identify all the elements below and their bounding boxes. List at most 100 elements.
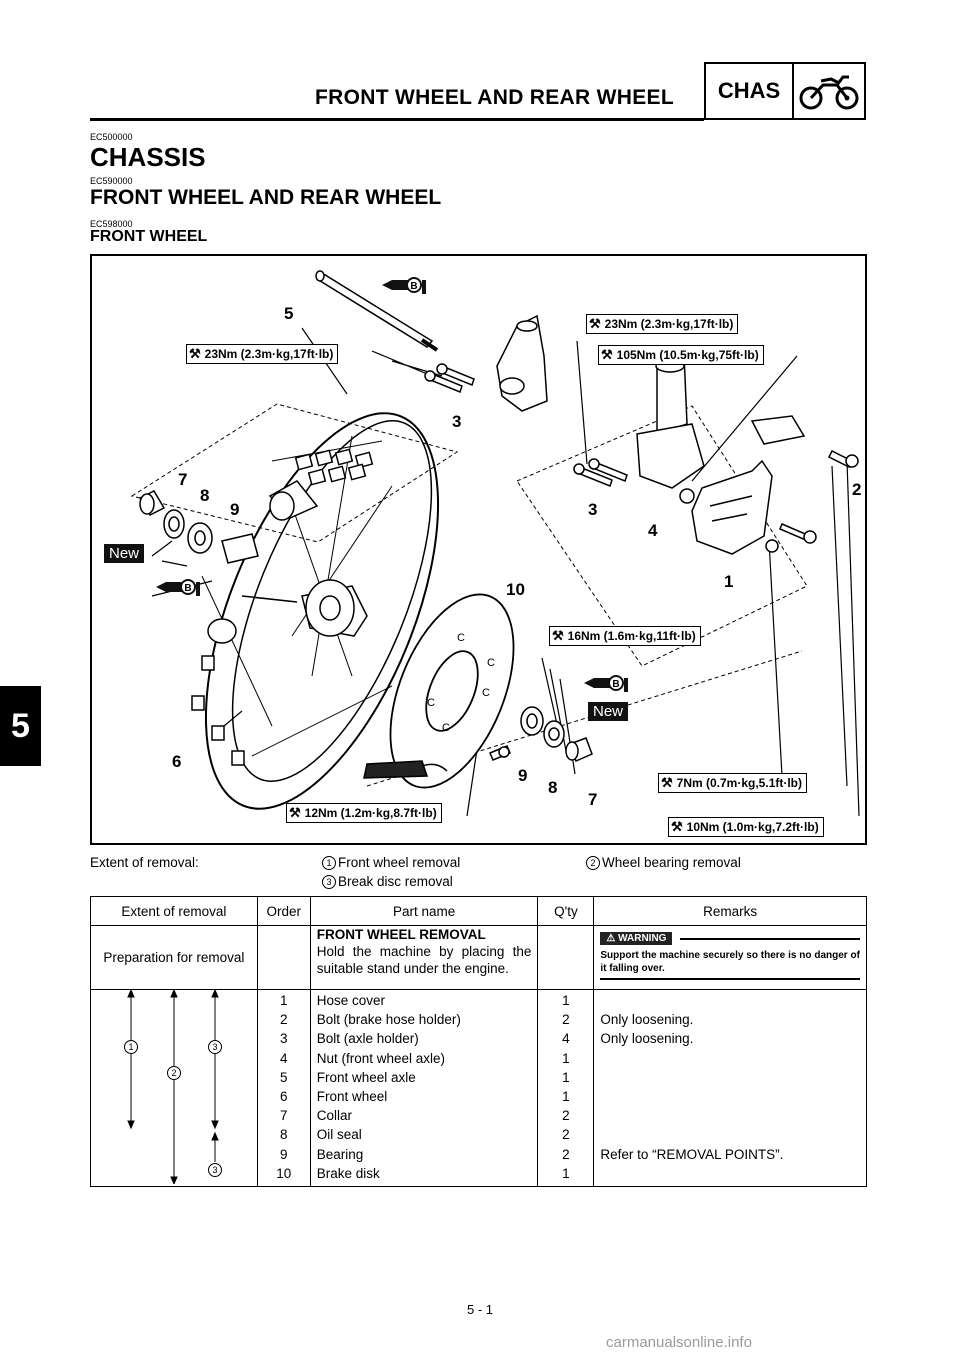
- part-cell: Bolt (brake hose holder): [316, 1012, 461, 1028]
- prep-extent: Preparation for removal: [90, 925, 258, 990]
- qty-cell: 2: [562, 1127, 570, 1143]
- heading-wheels: FRONT WHEEL AND REAR WHEEL: [90, 186, 442, 209]
- circled-number: 2: [586, 856, 600, 870]
- qty-cell: 1: [562, 1069, 570, 1085]
- section-box: CHAS: [704, 62, 866, 120]
- callout-10: 10: [506, 580, 525, 599]
- warning-header: ⚠ WARNING: [600, 932, 860, 945]
- order-cell: 3: [280, 1031, 288, 1047]
- page-header-title: FRONT WHEEL AND REAR WHEEL: [315, 86, 674, 109]
- prep-order: [256, 925, 311, 990]
- grease-marker: B: [382, 276, 436, 294]
- torque-value: 10Nm (1.0m·kg,7.2ft·lb): [686, 820, 819, 834]
- torque-label: ⚒105Nm (10.5m·kg,75ft·lb): [598, 345, 764, 365]
- col-header-qty: Q'ty: [537, 896, 595, 926]
- extent-arrows: 1 2 3 3: [90, 989, 258, 1187]
- order-cell: 2: [280, 1012, 288, 1028]
- col-header-remarks: Remarks: [593, 896, 867, 926]
- order-cell: 7: [280, 1108, 288, 1124]
- disk-mark-1: C: [457, 632, 465, 644]
- warning-block: ⚠ WARNING Support the machine securely s…: [593, 925, 867, 990]
- remarks-column: Only loosening. Only loosening. Refer to…: [593, 989, 867, 1187]
- header-rule: [90, 118, 704, 121]
- heading-front-wheel: FRONT WHEEL: [90, 228, 208, 245]
- disk-mark-2: C: [487, 657, 495, 669]
- wrench-icon: ⚒: [552, 628, 564, 643]
- callout-6: 6: [172, 752, 182, 771]
- extent-text: Break disc removal: [338, 874, 453, 889]
- torque-label: ⚒7Nm (0.7m·kg,5.1ft·lb): [658, 773, 808, 793]
- prep-row: Preparation for removal FRONT WHEEL REMO…: [90, 925, 867, 990]
- warning-label: WARNING: [618, 933, 667, 944]
- disk-mark-5: C: [482, 687, 490, 699]
- callout-9: 9: [230, 500, 240, 519]
- wrench-icon: ⚒: [661, 775, 673, 790]
- part-cell: Front wheel: [316, 1088, 388, 1104]
- part-cell: Bolt (axle holder): [316, 1031, 419, 1047]
- prep-qty: [537, 925, 595, 990]
- part-cell: Brake disk: [316, 1165, 380, 1181]
- section-label: CHAS: [706, 64, 794, 118]
- part-cell: Front wheel axle: [316, 1069, 416, 1085]
- torque-label: ⚒23Nm (2.3m·kg,17ft·lb): [186, 344, 339, 364]
- wrench-icon: ⚒: [601, 347, 613, 362]
- remarks-cell: Only loosening.: [600, 1031, 694, 1047]
- part-cell: Oil seal: [316, 1127, 362, 1143]
- remarks-cell: [600, 1087, 865, 1106]
- order-cell: 4: [280, 1050, 288, 1066]
- exploded-diagram: C C C C C ⚒23Nm (2.3m·kg,17ft·lb) ⚒23Nm …: [90, 254, 867, 845]
- disk-mark-3: C: [427, 697, 435, 709]
- new-part-tag: New: [104, 544, 145, 563]
- grease-marker: B: [156, 578, 210, 596]
- qty-cell: 1: [562, 993, 570, 1008]
- torque-label: ⚒16Nm (1.6m·kg,11ft·lb): [549, 626, 701, 646]
- table-header-row: Extent of removal Order Part name Q'ty R…: [90, 896, 867, 926]
- col-header-extent: Extent of removal: [90, 896, 258, 926]
- col-header-part: Part name: [309, 896, 539, 926]
- heading-chassis: CHASSIS: [90, 142, 206, 172]
- callout-1: 1: [724, 572, 734, 591]
- chapter-tab: 5: [0, 686, 41, 766]
- warning-badge: ⚠ WARNING: [600, 932, 673, 945]
- extent-label: Extent of removal:: [90, 855, 199, 870]
- callout-7: 7: [588, 790, 598, 809]
- col-header-order: Order: [256, 896, 311, 926]
- part-cell: Collar: [316, 1108, 353, 1124]
- wrench-icon: ⚒: [289, 805, 301, 820]
- torque-value: 23Nm (2.3m·kg,17ft·lb): [204, 347, 334, 361]
- grease-letter: B: [612, 679, 619, 690]
- qty-cell: 2: [562, 1108, 570, 1124]
- wrench-icon: ⚒: [589, 316, 601, 331]
- qty-cell: 1: [562, 1050, 570, 1066]
- wrench-icon: ⚒: [189, 346, 201, 361]
- warning-icon: ⚠: [606, 933, 619, 944]
- extent-marker-3: 3: [208, 1040, 222, 1054]
- circled-number: 1: [322, 856, 336, 870]
- extent-arrow-graphic: [127, 990, 219, 1184]
- diagram-drawing: C C C C C: [130, 270, 860, 817]
- parts-body-row: 1 2 3 3 1 2 3 4 5 6 7 8 9 10 Hose cover …: [90, 989, 867, 1187]
- order-cell: 8: [280, 1127, 288, 1143]
- part-cell: Bearing: [316, 1146, 364, 1162]
- warning-rule: [680, 937, 860, 940]
- callout-5: 5: [284, 304, 294, 323]
- section-code-2: EC590000: [90, 176, 133, 186]
- qty-cell: 1: [562, 1088, 570, 1104]
- grease-marker: B: [584, 674, 638, 692]
- grease-letter: B: [410, 281, 417, 292]
- section-code-3: EC598000: [90, 219, 133, 229]
- torque-value: 16Nm (1.6m·kg,11ft·lb): [567, 629, 696, 643]
- part-column: Hose cover Bolt (brake hose holder) Bolt…: [309, 989, 539, 1187]
- prep-title: FRONT WHEEL REMOVAL: [316, 927, 486, 942]
- qty-cell: 2: [562, 1146, 570, 1162]
- qty-cell: 1: [562, 1165, 570, 1181]
- page-number: 5 - 1: [466, 1302, 493, 1317]
- torque-label: ⚒23Nm (2.3m·kg,17ft·lb): [586, 314, 739, 334]
- callout-4: 4: [648, 521, 658, 540]
- torque-value: 105Nm (10.5m·kg,75ft·lb): [616, 348, 759, 362]
- prep-text: Hold the machine by placing the suitable…: [316, 944, 532, 976]
- order-cell: 9: [280, 1146, 288, 1162]
- torque-value: 7Nm (0.7m·kg,5.1ft·lb): [676, 776, 803, 790]
- remarks-cell: [600, 1049, 865, 1068]
